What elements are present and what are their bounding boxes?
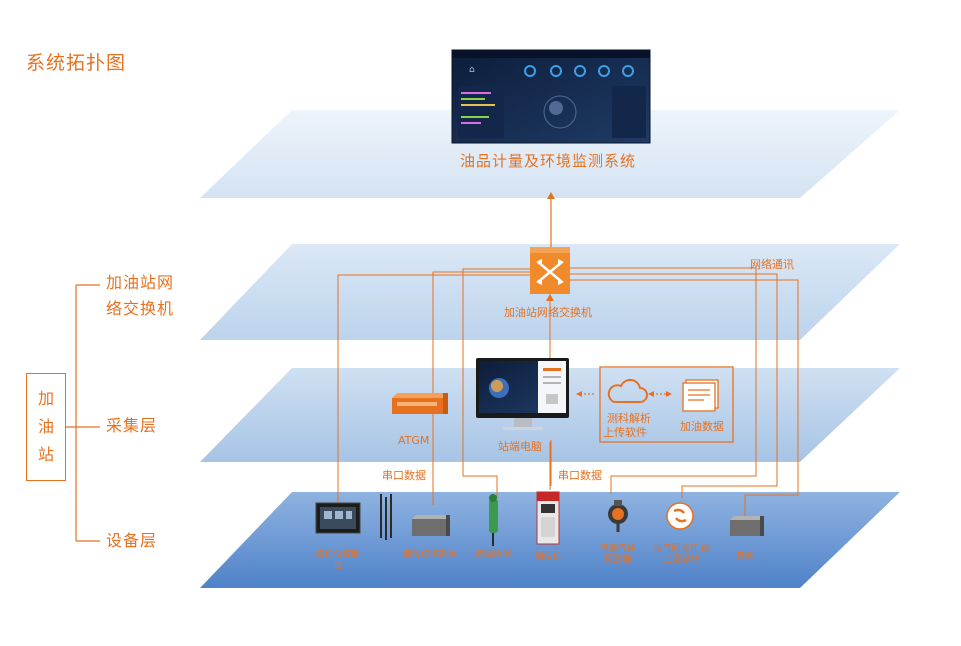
document-icon: [682, 379, 719, 412]
device-label: 可燃气体 探测器: [599, 544, 636, 565]
system-name: 油品计量及环境监测系统: [460, 152, 637, 170]
device-label: 液位仪控制台: [402, 550, 457, 560]
connection-lines: [337, 267, 799, 516]
serial-data-right: 串口数据: [558, 469, 602, 482]
switch-layer-label-2: 络交换机: [106, 299, 175, 318]
device-tank-box: [412, 515, 450, 536]
device-probes: [380, 494, 392, 540]
data-label: 加油数据: [680, 420, 724, 433]
cloud-icon: [607, 378, 648, 403]
device-other-box: [730, 516, 764, 536]
device-label: 液位仪控制台: [315, 550, 361, 571]
station-pc: [476, 358, 569, 430]
device-gas-detector: [608, 500, 628, 532]
pc-label: 站端电脑: [498, 440, 542, 453]
network-switch-icon: [530, 247, 570, 294]
station-box-char: 加: [37, 389, 54, 408]
station-box-char: 油: [37, 417, 54, 436]
device-label: 渗漏检测: [474, 550, 511, 560]
device-label: 油气回收在 线监测系统: [653, 544, 711, 565]
software-frame: [599, 366, 734, 443]
diagram-title: 系统拓扑图: [26, 52, 127, 74]
switch-layer-label-1: 加油站网: [106, 273, 175, 292]
software-label-2: 上传软件: [603, 426, 647, 439]
atgm-device: [392, 393, 448, 414]
dashboard-home-icon: ⌂: [469, 65, 475, 75]
software-label-1: 测科解析: [607, 412, 651, 425]
device-fuel-dispenser: [536, 491, 560, 545]
atgm-label: ATGM: [398, 434, 430, 447]
device-tank-console: [315, 502, 361, 534]
switch-label: 加油站网络交换机: [504, 306, 592, 319]
dashboard-screen: ⌂: [451, 49, 651, 144]
station-box-char: 站: [37, 445, 54, 464]
device-layer-label: 设备层: [106, 531, 158, 550]
device-leak-sensor: [489, 494, 498, 546]
device-vapor-recovery: [666, 502, 694, 530]
collect-layer-label: 采集层: [106, 416, 158, 435]
top-layer-plane: [200, 110, 900, 198]
network-label: 网络通讯: [750, 258, 794, 271]
station-box: 加 油 站: [26, 373, 66, 481]
device-label: 加油机: [534, 552, 562, 562]
device-label: 其他: [735, 552, 754, 562]
serial-data-left: 串口数据: [382, 469, 426, 482]
